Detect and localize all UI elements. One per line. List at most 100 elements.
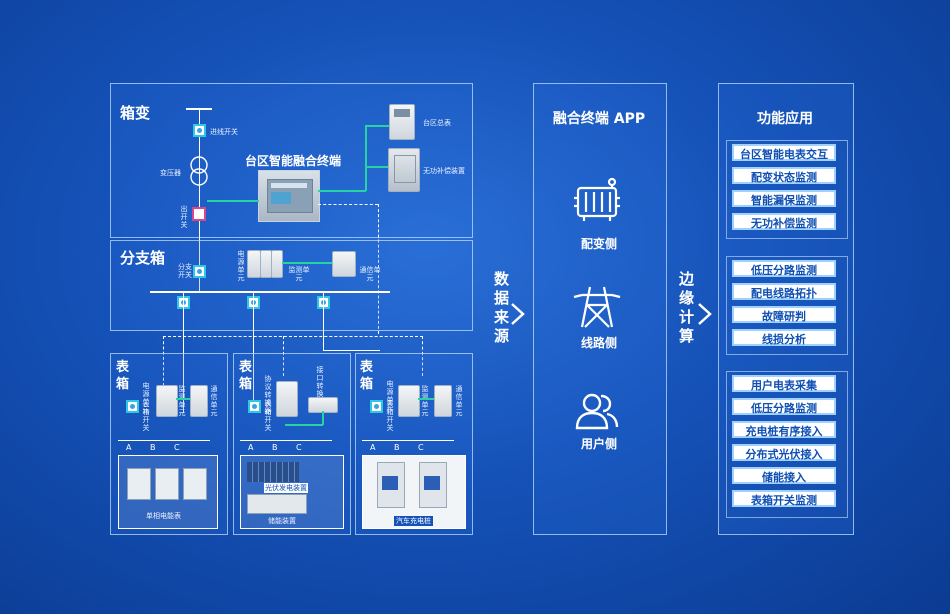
- green-link-5: [207, 200, 259, 202]
- arrow1-chevron: [509, 302, 527, 330]
- meterbox-bus-3: [362, 440, 454, 441]
- phase-c-1: C: [174, 443, 180, 452]
- meterbox-green-2b: [322, 411, 324, 425]
- phase-c-2: C: [296, 443, 302, 452]
- phase-c-3: C: [418, 443, 424, 452]
- xiangbian-title: 箱变: [120, 104, 151, 122]
- incoming-bar: [186, 108, 212, 110]
- meterbox-monitor-label-1: 监测单元: [178, 385, 186, 417]
- func-btn-1-2[interactable]: 配变状态监测: [732, 167, 836, 184]
- reactive-compensation-device: [388, 148, 420, 192]
- comm-dashed-h4: [422, 336, 423, 376]
- func-btn-3-4[interactable]: 分布式光伏接入: [732, 444, 836, 461]
- arrow2-label: 边缘计算: [679, 270, 695, 345]
- meterbox-power-unit-1: [156, 385, 178, 417]
- incoming-switch: [193, 124, 206, 137]
- comm-dashed-h3: [283, 336, 284, 376]
- single-phase-meter-label: 单相电能表: [146, 512, 181, 520]
- meterbox-green-2a: [285, 424, 323, 426]
- function-group-1: [726, 140, 848, 239]
- green-link-2: [365, 125, 367, 191]
- biaoxiang-title-3: 表箱: [360, 360, 374, 392]
- arrow1-text-block: 数据来源: [488, 270, 520, 350]
- function-title: 功能应用: [757, 111, 813, 127]
- fenzhi-panel: [110, 240, 473, 331]
- mid-item-3-label: 用户侧: [580, 437, 617, 451]
- meterbox-green-1: [176, 398, 190, 400]
- power-tower-icon: [572, 283, 622, 333]
- branch-switch-label: 分支开关: [178, 263, 192, 279]
- phase-b-3: B: [394, 443, 400, 452]
- meterbox-switch-label-1: 表箱开关: [142, 400, 150, 432]
- green-link-3: [365, 125, 389, 127]
- mid-item-2-label: 线路侧: [580, 336, 617, 350]
- meterbox-switch-1: [126, 400, 139, 413]
- meterbox-switch-3: [370, 400, 383, 413]
- terminal-title: 台区智能融合终端: [245, 154, 342, 168]
- incoming-switch-label: 进线开关: [210, 128, 238, 136]
- green-link-4: [365, 166, 389, 168]
- users-icon: [574, 392, 620, 434]
- trunk-line: [199, 108, 200, 292]
- biaoxiang-title-1: 表箱: [116, 360, 130, 392]
- district-meter-label: 台区总表: [423, 119, 451, 127]
- feeder-2: [253, 291, 254, 413]
- branch-comm-label: 通信单元: [359, 266, 381, 282]
- func-btn-3-3[interactable]: 充电桩有序接入: [732, 421, 836, 438]
- biaoxiang-panel-1: [110, 353, 228, 535]
- app-title: 融合终端 APP: [552, 111, 646, 127]
- func-btn-3-5[interactable]: 储能接入: [732, 467, 836, 484]
- meterbox-comm-label-3: 通信单元: [455, 385, 463, 417]
- meterbox-comm-label-1: 通信单元: [210, 385, 218, 417]
- meterbox-power-label-3: 电源单元: [386, 380, 394, 412]
- func-btn-1-4[interactable]: 无功补偿监测: [732, 213, 836, 230]
- func-btn-2-3[interactable]: 故障研判: [732, 306, 836, 323]
- meterbox-green-3: [418, 398, 434, 400]
- branch-switch: [193, 265, 206, 278]
- protocol-converter: [276, 381, 298, 417]
- comm-dashed-h2: [163, 336, 164, 386]
- feeder-3-h: [323, 350, 380, 351]
- branch-green-link: [282, 262, 332, 264]
- phase-a-2: A: [248, 443, 254, 452]
- reactive-compensation-label: 无功补偿装置: [423, 167, 465, 175]
- func-btn-1-3[interactable]: 智能漏保监测: [732, 190, 836, 207]
- meterbox-switch-label-3: 表箱开关: [386, 400, 394, 432]
- arrow2-text-block: 边缘计算: [675, 270, 707, 350]
- meterbox-switch-2: [248, 400, 261, 413]
- arrow2-chevron: [696, 302, 714, 330]
- branch-power-label: 电源单元: [237, 250, 245, 282]
- meterbox-bus-1: [118, 440, 210, 441]
- meterbox-bus-2: [240, 440, 332, 441]
- comm-dashed-vertical: [378, 204, 379, 334]
- func-btn-2-2[interactable]: 配电线路拓扑: [732, 283, 836, 300]
- phase-a-1: A: [126, 443, 132, 452]
- green-link-1: [318, 190, 366, 192]
- ev-charger-label: 汽车充电桩: [394, 516, 433, 526]
- func-btn-2-4[interactable]: 线损分析: [732, 329, 836, 346]
- biaoxiang-title-2: 表箱: [239, 360, 253, 392]
- transformer-label: 变压器: [160, 169, 181, 177]
- feeder-3: [323, 291, 324, 351]
- func-btn-3-1[interactable]: 用户电表采集: [732, 375, 836, 392]
- arrow1-label: 数据来源: [494, 270, 510, 345]
- meterbox-switch-label-2: 表箱开关: [264, 400, 272, 432]
- transformer-icon: [572, 176, 622, 226]
- pv-label: 光伏发电装置: [264, 483, 308, 493]
- func-btn-3-6[interactable]: 表箱开关监测: [732, 490, 836, 507]
- branch-power-unit: [247, 250, 261, 278]
- branch-module-2: [271, 250, 283, 278]
- storage-label: 储能装置: [268, 517, 296, 525]
- func-btn-2-1[interactable]: 低压分路监测: [732, 260, 836, 277]
- district-meter-device: [389, 104, 415, 140]
- meterbox-power-unit-3: [398, 385, 420, 417]
- meterbox-comm-unit-1: [190, 385, 208, 417]
- fenzhi-title: 分支箱: [120, 249, 166, 267]
- branch-comm-unit: [332, 251, 356, 277]
- meterbox-monitor-label-3: 监测单元: [421, 385, 429, 417]
- func-btn-1-1[interactable]: 台区智能电表交互: [732, 144, 836, 161]
- out-switch-label: 出开关: [180, 205, 188, 229]
- app-panel: [533, 83, 667, 535]
- branch-monitor-label: 监测单元: [288, 266, 310, 282]
- func-btn-3-2[interactable]: 低压分路监测: [732, 398, 836, 415]
